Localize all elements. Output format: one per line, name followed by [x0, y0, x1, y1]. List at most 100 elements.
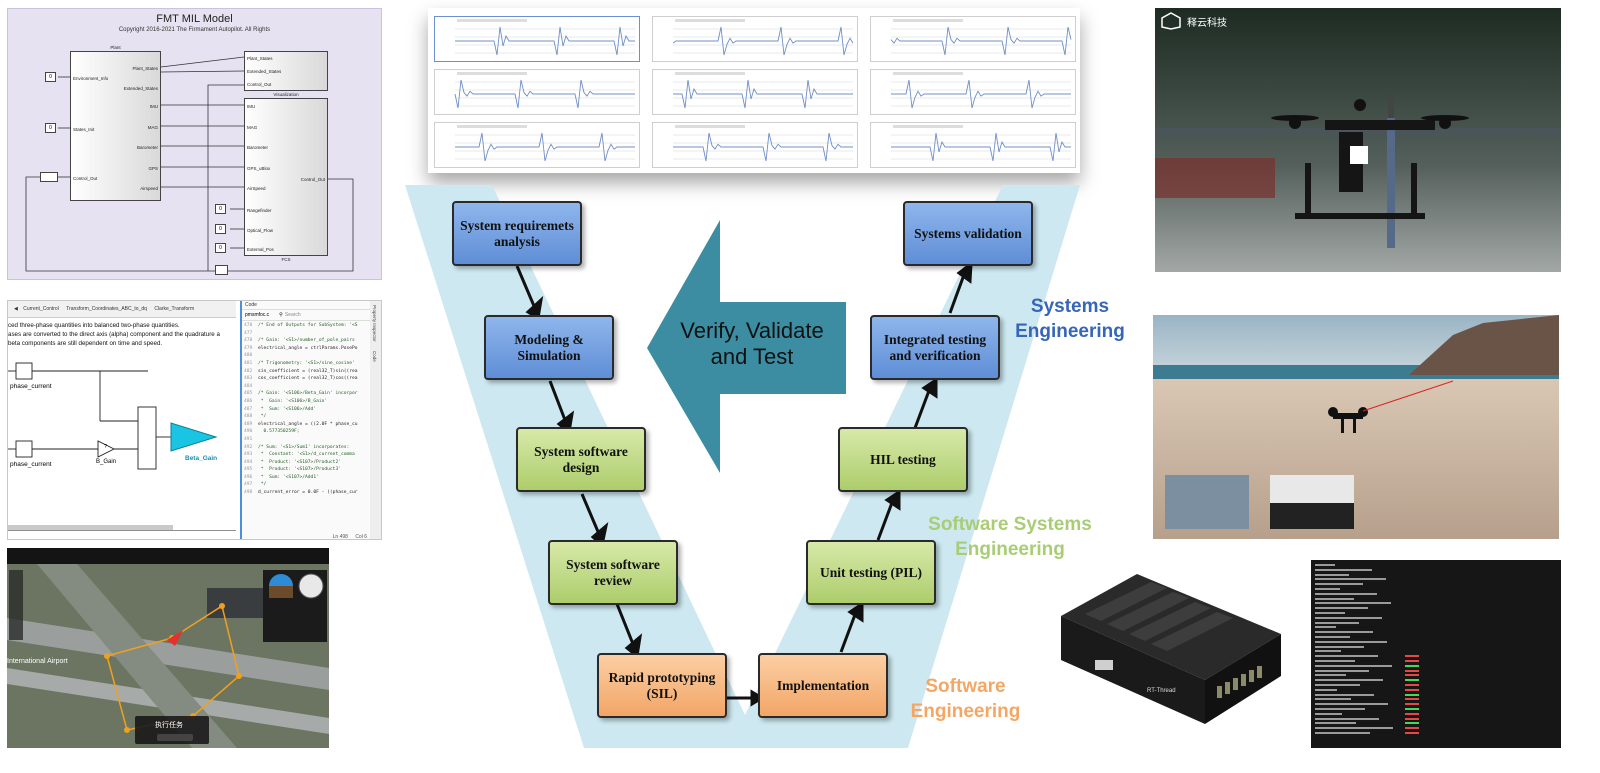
line-number: 495: [244, 467, 253, 473]
signal-plot[interactable]: [434, 122, 640, 168]
breadcrumb: ◀ Current_Control Transform_Coordinates_…: [8, 301, 236, 318]
constant-block[interactable]: 0: [45, 123, 56, 133]
line-number: 492: [244, 444, 253, 450]
task-dialog-title: 执行任务: [155, 722, 183, 729]
simulink-model-panel: FMT MIL Model Copyright 2016-2021 The Fi…: [7, 8, 382, 280]
plant-block[interactable]: Plant Environment_Info States_Init Contr…: [70, 45, 161, 201]
fcs-input-port: Optical_Flow: [247, 228, 274, 233]
back-arrow-icon[interactable]: ◀: [14, 306, 18, 312]
line-number: 484: [244, 383, 253, 389]
console-line: [1315, 611, 1557, 616]
step-implementation[interactable]: Implementation: [758, 653, 888, 718]
fcs-input-port: AirSpeed: [247, 186, 266, 191]
fcs-input-port: Rangefinder: [247, 208, 272, 213]
signal-plot[interactable]: [652, 69, 858, 115]
console-line: [1315, 597, 1557, 602]
constant-block[interactable]: 0: [215, 224, 226, 234]
breadcrumb-item[interactable]: Transform_Coordinates_ABC_to_dq: [66, 306, 147, 312]
step-system-software-design[interactable]: System software design: [516, 427, 646, 492]
rt-thread-console: [1311, 560, 1561, 748]
console-line: [1315, 630, 1557, 635]
line-code: d_current_error = 0.0F - ((phase_cur: [258, 490, 358, 496]
code-line: 488 */: [244, 413, 370, 421]
code-search-input[interactable]: Search: [284, 312, 301, 318]
breadcrumb-item[interactable]: Current_Control: [23, 306, 59, 312]
flight-controller-board-photo: RT-Thread: [1055, 568, 1287, 728]
code-line: 496 * Sum: '<S107>/Add1': [244, 474, 370, 482]
satellite-map[interactable]: [7, 548, 329, 748]
signal-plot[interactable]: [870, 16, 1076, 62]
brand-watermark: 释云科技: [1187, 18, 1227, 29]
signal-plot[interactable]: [652, 16, 858, 62]
beach-render-image: [1153, 315, 1559, 539]
signal-plot[interactable]: [652, 122, 858, 168]
clarke-transform-diagram: [8, 362, 236, 531]
memory-block[interactable]: [40, 172, 58, 182]
side-tab-property-inspector[interactable]: Property Inspector: [372, 305, 377, 342]
code-line: 489 electrical_angle = ((2.0F * phase_cu: [244, 421, 370, 429]
step-modeling-simulation[interactable]: Modeling & Simulation: [484, 315, 614, 380]
status-column: Col 6: [355, 534, 367, 540]
file-selector[interactable]: pmsmfoc.c: [245, 312, 270, 318]
console-line: [1315, 654, 1557, 659]
code-line: 477: [244, 330, 370, 338]
step-unit-testing[interactable]: Unit testing (PIL): [806, 540, 936, 605]
software-systems-engineering-label: Software Systems Engineering: [928, 514, 1092, 560]
step-integrated-testing[interactable]: Integrated testing and verification: [870, 315, 1000, 380]
signal-plot[interactable]: [434, 16, 640, 62]
line-code: electrical_angle = ((2.0F * phase_cu: [258, 421, 358, 427]
fcs-block[interactable]: IMU MAG Barometer GPS_uBlox AirSpeed Ran…: [244, 98, 328, 262]
description-line: beta components are still dependent on t…: [8, 340, 163, 347]
line-number: 480: [244, 353, 253, 359]
code-line: 480: [244, 352, 370, 360]
line-number: 489: [244, 421, 253, 427]
model-description: ced three-phase quantities into balanced…: [8, 321, 236, 348]
line-code: sin_coefficient = (real32_T)sin((rea: [258, 368, 358, 374]
code-line: 491: [244, 436, 370, 444]
line-code: * Sum: '<S106>/Add': [258, 406, 317, 412]
constant-block[interactable]: 0: [215, 243, 226, 253]
search-icon: ⚲: [279, 312, 283, 318]
console-line: [1315, 712, 1557, 717]
viz-input-port: Plant_States: [247, 56, 273, 61]
visualization-block[interactable]: Plant_States Extended_States Control_Out…: [244, 51, 328, 97]
console-line: [1315, 659, 1557, 664]
signal-plot[interactable]: [870, 69, 1076, 115]
fcs-input-port: IMU: [247, 104, 256, 109]
signal-plot[interactable]: [870, 122, 1076, 168]
console-line: [1315, 573, 1557, 578]
code-line: 490 0.577350259F;: [244, 428, 370, 436]
console-line: [1315, 563, 1557, 568]
constant-block[interactable]: 0: [215, 204, 226, 214]
plant-output-port: Barometer: [136, 145, 158, 150]
code-line: 494 * Product: '<S107>/Product2': [244, 459, 370, 467]
console-line: [1315, 717, 1557, 722]
systems-engineering-label: Systems Engineering: [1015, 296, 1125, 342]
line-number: 478: [244, 323, 253, 328]
plot-trace: [673, 72, 853, 109]
side-tab-code[interactable]: Code: [372, 351, 377, 362]
step-system-requirements-analysis[interactable]: System requiremets analysis: [452, 201, 582, 266]
breadcrumb-item[interactable]: Clarke_Transform: [154, 306, 195, 312]
console-line: [1315, 721, 1557, 726]
line-number: 498: [244, 490, 253, 496]
step-hil-testing[interactable]: HIL testing: [838, 427, 968, 492]
console-line: [1315, 693, 1557, 698]
step-system-software-review[interactable]: System software review: [548, 540, 678, 605]
line-code: /* Trigonometry: '<S1>/sine_cosine': [258, 360, 355, 366]
step-systems-validation[interactable]: Systems validation: [903, 201, 1033, 266]
line-number: 479: [244, 345, 253, 351]
signal-plot[interactable]: [434, 69, 640, 115]
model-title: FMT MIL Model: [156, 13, 233, 25]
beta-gain-label: Beta_Gain: [185, 455, 218, 462]
code-view[interactable]: Code pmsmfoc.c ⚲ Search 478/* End of Out…: [240, 301, 372, 540]
delay-block[interactable]: [215, 265, 228, 275]
software-engineering-label: Software Engineering: [910, 676, 1021, 722]
step-rapid-prototyping[interactable]: Rapid prototyping (SIL): [597, 653, 727, 718]
console-line: [1315, 664, 1557, 669]
line-number: 490: [244, 429, 253, 435]
constant-block[interactable]: 0: [45, 72, 56, 82]
gain-label: B_Gain: [96, 459, 117, 465]
